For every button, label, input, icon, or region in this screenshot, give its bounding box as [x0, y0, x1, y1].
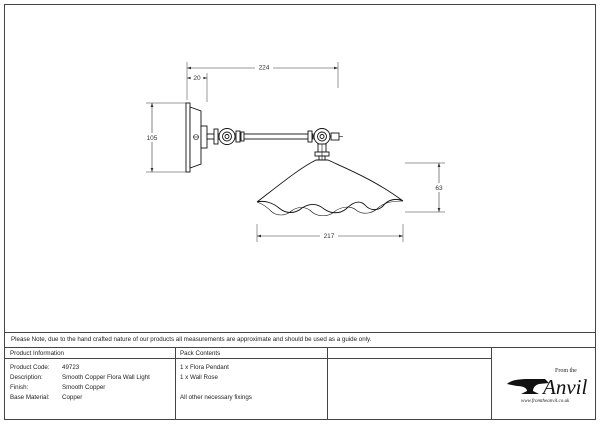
base-material-value: Copper: [62, 394, 83, 401]
dimension-shade-height: 63: [405, 162, 446, 213]
dim-label-217: 217: [324, 233, 335, 240]
dimension-shade-width: 217: [256, 224, 404, 242]
dim-label-20: 20: [193, 75, 201, 82]
finish-value: Smooth Copper: [62, 384, 106, 391]
blank-header-cell: [327, 348, 491, 359]
column-divider: [175, 348, 176, 419]
logo-url: www.fromtheanvil.co.uk: [521, 399, 570, 404]
product-info-header-cell: Product Information: [5, 348, 175, 359]
pack-item: 1 x Wall Rose: [180, 374, 218, 381]
dimension-rose-depth: 20: [187, 73, 208, 102]
pack-contents-header: Pack Contents: [180, 350, 221, 357]
description-label: Description:: [10, 374, 43, 381]
pack-item: All other necessary fixings: [180, 394, 252, 401]
dim-label-224: 224: [259, 65, 270, 72]
drawing-sheet: [4, 4, 596, 420]
dimension-rose-height: 105: [144, 102, 186, 173]
technical-drawing: 224 20 105: [144, 62, 446, 242]
logo-tagline: From the: [555, 368, 577, 374]
lamp-holder: [314, 143, 330, 161]
disclaimer-text: Please Note, due to the hand crafted nat…: [11, 336, 372, 343]
product-info-header: Product Information: [10, 350, 64, 357]
base-material-label: Base Material:: [10, 394, 50, 401]
finish-label: Finish:: [10, 384, 29, 391]
wall-rose: [185, 102, 208, 173]
info-table: Product Information Pack Contents Produc…: [5, 348, 595, 419]
product-code-value: 49723: [62, 364, 80, 371]
column-divider: [327, 348, 328, 419]
disclaimer-bar: Please Note, due to the hand crafted nat…: [5, 332, 595, 348]
dimension-overall-width: 224: [186, 62, 339, 100]
arm: [206, 128, 343, 145]
dim-label-105: 105: [147, 135, 158, 142]
pack-item: 1 x Flora Pendant: [180, 364, 229, 371]
shade: [256, 159, 404, 217]
dim-label-63: 63: [435, 185, 443, 192]
from-the-anvil-logo: From the Anvil www.fromtheanvil.co.uk: [507, 368, 587, 404]
pack-contents-header-cell: Pack Contents: [175, 348, 327, 359]
logo-brand: Anvil: [541, 375, 587, 399]
description-value: Smooth Copper Flora Wall Light: [62, 374, 150, 381]
column-divider: [491, 348, 492, 419]
product-code-label: Product Code:: [10, 364, 50, 371]
